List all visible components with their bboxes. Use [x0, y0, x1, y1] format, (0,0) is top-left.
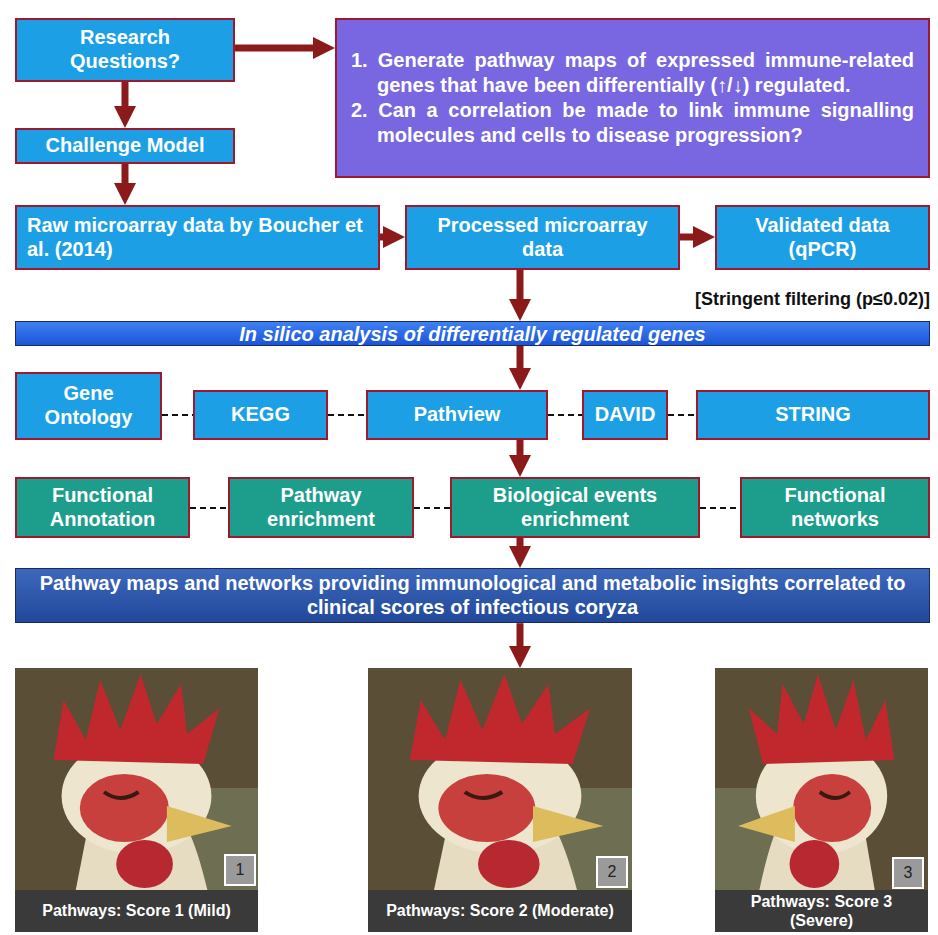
- process-box: Raw microarray data by Boucher et al. (2…: [15, 205, 380, 270]
- flow-arrow: [517, 538, 524, 556]
- result-band: Pathway maps and networks providing immu…: [15, 568, 930, 623]
- box-text: 1. Generate pathway maps of expressed im…: [351, 48, 914, 98]
- dashed-link: [700, 507, 740, 509]
- flow-arrow: [517, 440, 524, 465]
- box-text: Biological events enrichment: [460, 484, 690, 531]
- process-box: Processed microarray data: [405, 205, 680, 270]
- box-text: STRING: [775, 403, 851, 427]
- flow-arrow: [235, 45, 323, 52]
- box-text: KEGG: [231, 403, 290, 427]
- process-box: Validated data (qPCR): [715, 205, 930, 270]
- process-box: Research Questions?: [15, 18, 235, 82]
- score-panel: Pathways: Score 2 (Moderate): [368, 668, 632, 932]
- score-panel: Pathways: Score 3 (Severe): [715, 668, 928, 932]
- process-box: Challenge Model: [15, 128, 235, 164]
- analysis-box: Functional networks: [740, 477, 930, 538]
- flow-arrow: [680, 234, 703, 241]
- filter-note: [Stringent filtering (p≤0.02)]: [560, 289, 930, 310]
- analysis-box: Biological events enrichment: [450, 477, 700, 538]
- score-caption: Pathways: Score 2 (Moderate): [368, 890, 632, 932]
- tool-box: Gene Ontology: [15, 372, 162, 440]
- tool-box: DAVID: [582, 390, 668, 440]
- number-tag: [893, 858, 923, 888]
- flow-arrow: [517, 270, 524, 309]
- analysis-box: Pathway enrichment: [228, 477, 414, 538]
- box-text: Functional networks: [750, 484, 920, 531]
- score-panel: Pathways: Score 1 (Mild): [15, 668, 258, 932]
- box-text: In silico analysis of differentially reg…: [239, 323, 705, 345]
- score-caption: Pathways: Score 1 (Mild): [15, 890, 258, 932]
- flow-arrow: [122, 82, 129, 116]
- dashed-link: [190, 507, 228, 509]
- box-text: Challenge Model: [46, 134, 205, 158]
- score-caption: Pathways: Score 3 (Severe): [715, 890, 928, 932]
- callout-number: 3: [893, 858, 923, 888]
- flow-arrow: [517, 346, 524, 378]
- callout-number: 1: [225, 855, 255, 885]
- box-text: Research Questions?: [62, 26, 188, 73]
- flow-arrow: [380, 234, 393, 241]
- box-text: Validated data (qPCR): [727, 214, 918, 261]
- dashed-link: [162, 414, 193, 416]
- box-text: Raw microarray data by Boucher et al. (2…: [27, 214, 368, 261]
- box-text: 2. Can a correlation be made to link imm…: [351, 98, 914, 148]
- chicken-photo: [15, 668, 258, 890]
- tool-box: STRING: [696, 390, 930, 440]
- callout-number: 2: [597, 857, 627, 887]
- dashed-link: [548, 414, 582, 416]
- tool-box: Pathview: [366, 390, 548, 440]
- number-tag: [597, 857, 627, 887]
- dashed-link: [414, 507, 450, 509]
- chicken-photo: [715, 668, 928, 890]
- box-text: Pathway maps and networks providing immu…: [26, 572, 919, 619]
- number-tag: [225, 855, 255, 885]
- analysis-band: In silico analysis of differentially reg…: [15, 321, 930, 346]
- flow-arrow: [122, 164, 129, 193]
- question-box: 1. Generate pathway maps of expressed im…: [335, 18, 930, 178]
- analysis-box: Functional Annotation: [15, 477, 190, 538]
- box-text: Functional Annotation: [25, 484, 180, 531]
- flow-arrow: [517, 623, 524, 656]
- box-text: Pathway enrichment: [238, 484, 404, 531]
- tool-box: KEGG: [193, 390, 328, 440]
- dashed-link: [668, 414, 696, 416]
- box-text: Pathview: [414, 403, 501, 427]
- dashed-link: [328, 414, 366, 416]
- box-text: Gene Ontology: [27, 382, 150, 429]
- box-text: Processed microarray data: [417, 214, 668, 261]
- chicken-photo: [368, 668, 632, 890]
- box-text: DAVID: [595, 403, 656, 427]
